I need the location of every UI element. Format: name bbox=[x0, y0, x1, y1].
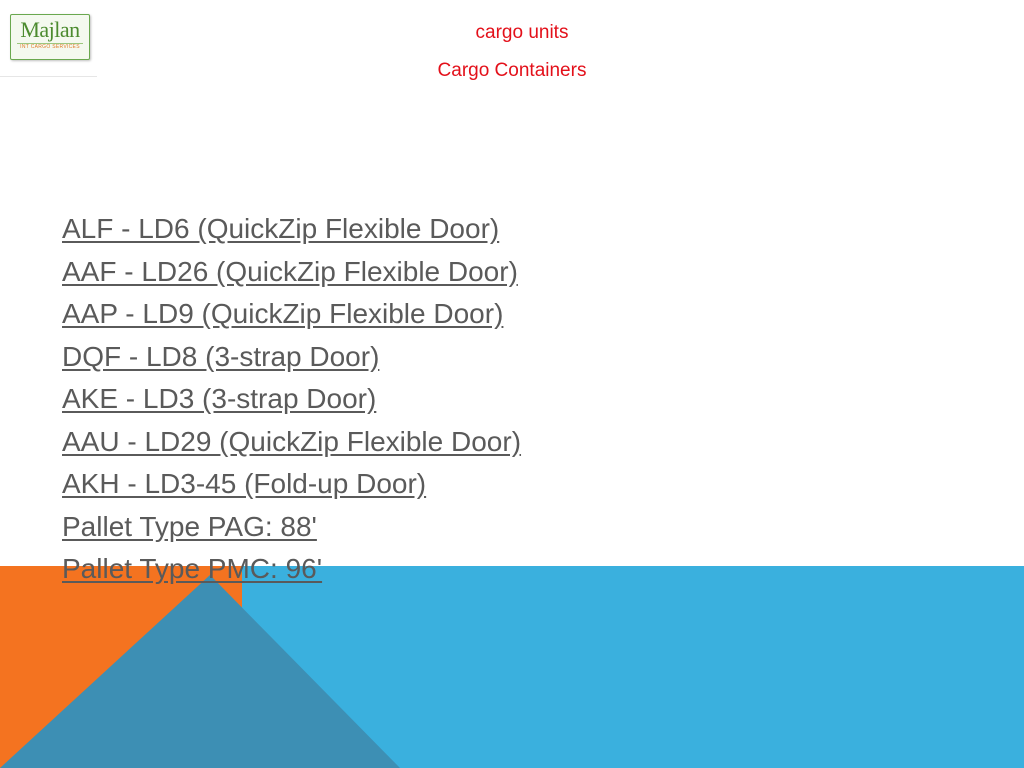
list-item: AAF - LD26 (QuickZip Flexible Door) bbox=[62, 251, 521, 294]
cargo-link-akh[interactable]: AKH - LD3-45 (Fold-up Door) bbox=[62, 468, 427, 499]
list-item: DQF - LD8 (3-strap Door) bbox=[62, 336, 521, 379]
cargo-unit-list: ALF - LD6 (QuickZip Flexible Door) AAF -… bbox=[62, 208, 521, 591]
cargo-link-alf[interactable]: ALF - LD6 (QuickZip Flexible Door) bbox=[62, 213, 500, 244]
cargo-link-pmc[interactable]: Pallet Type PMC: 96' bbox=[62, 553, 323, 584]
page-title: cargo units bbox=[475, 22, 569, 43]
dark-triangle bbox=[0, 575, 400, 768]
cargo-link-dqf[interactable]: DQF - LD8 (3-strap Door) bbox=[62, 340, 380, 372]
list-item: AAP - LD9 (QuickZip Flexible Door) bbox=[62, 293, 521, 336]
cargo-link-aau[interactable]: AAU - LD29 (QuickZip Flexible Door) bbox=[62, 425, 522, 457]
cargo-link-ake[interactable]: AKE - LD3 (3-strap Door) bbox=[62, 383, 377, 414]
cargo-link-aap[interactable]: AAP - LD9 (QuickZip Flexible Door) bbox=[62, 298, 504, 329]
page-subtitle: Cargo Containers bbox=[437, 60, 587, 81]
cargo-link-pag[interactable]: Pallet Type PAG: 88' bbox=[62, 510, 317, 542]
logo-divider bbox=[0, 76, 97, 77]
list-item: Pallet Type PMC: 96' bbox=[62, 548, 521, 591]
list-item: AAU - LD29 (QuickZip Flexible Door) bbox=[62, 421, 521, 464]
cargo-link-aaf[interactable]: AAF - LD26 (QuickZip Flexible Door) bbox=[62, 255, 518, 287]
logo-wordmark: Majlan bbox=[20, 17, 80, 42]
company-logo: Majlan INT CARGO SERVICES bbox=[10, 14, 90, 60]
list-item: Pallet Type PAG: 88' bbox=[62, 506, 521, 549]
list-item: ALF - LD6 (QuickZip Flexible Door) bbox=[62, 208, 521, 251]
list-item: AKE - LD3 (3-strap Door) bbox=[62, 378, 521, 421]
list-item: AKH - LD3-45 (Fold-up Door) bbox=[62, 463, 521, 506]
logo-tagline: INT CARGO SERVICES bbox=[17, 43, 83, 51]
